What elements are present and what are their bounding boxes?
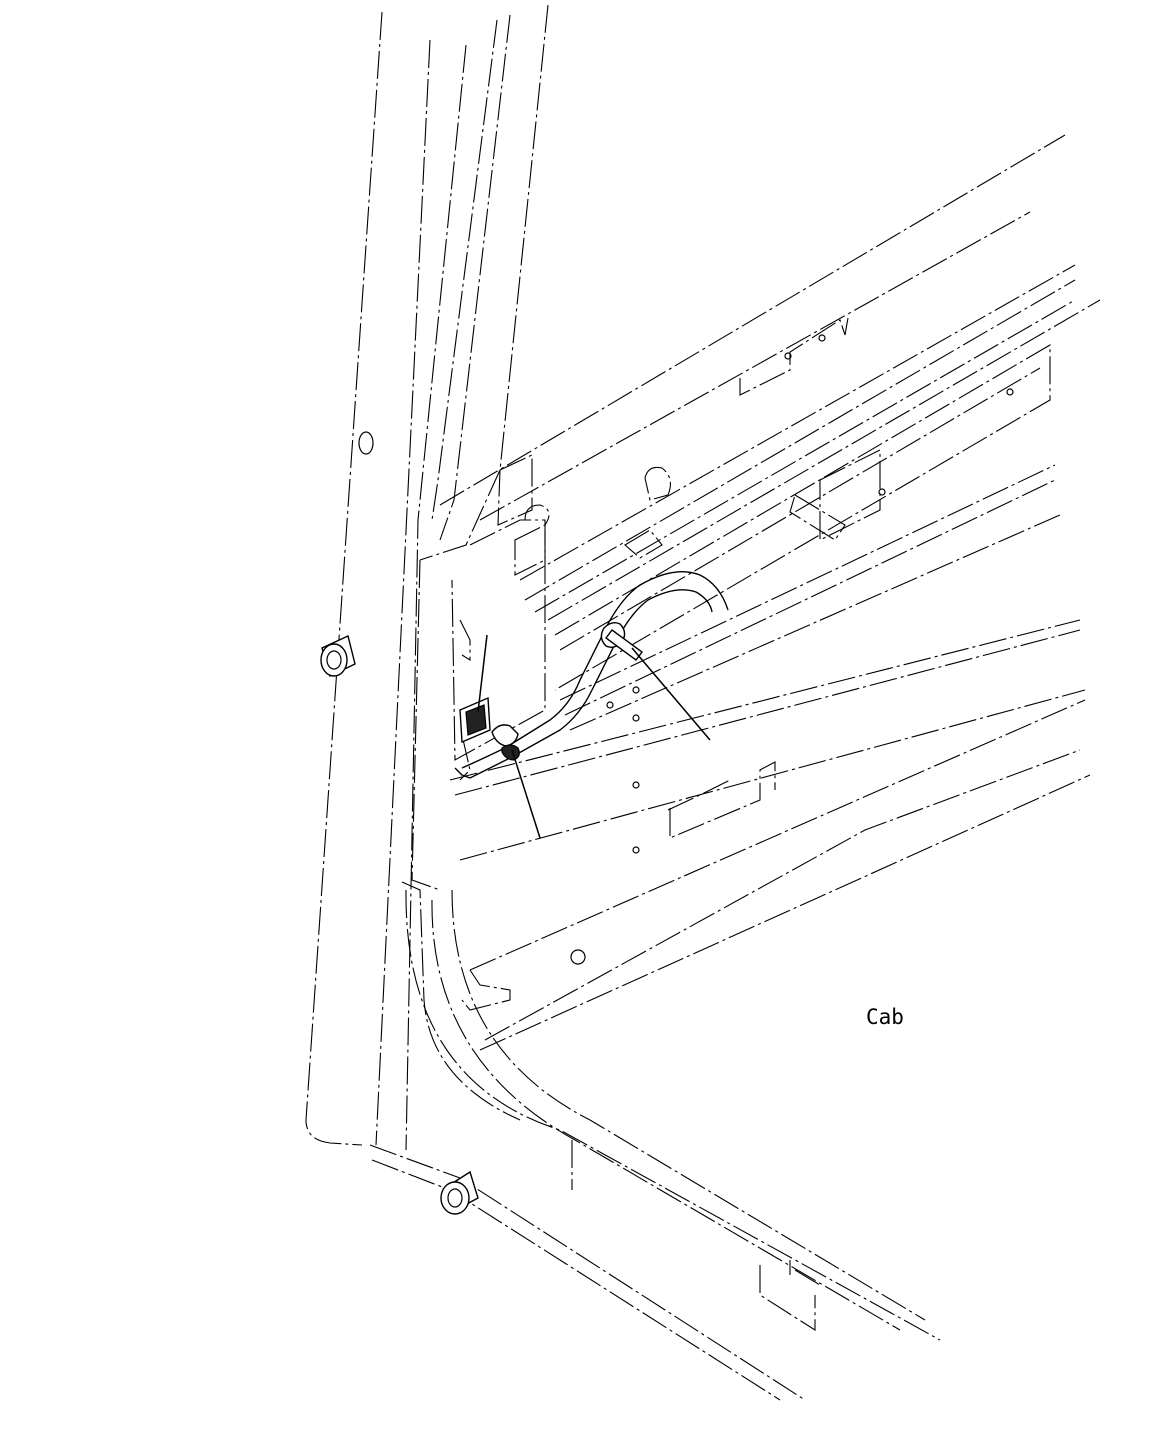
- wire-clip: [491, 724, 520, 761]
- leader-line-tie-mount: [477, 634, 488, 713]
- leader-line-clip: [511, 749, 541, 839]
- front-pillar: [305, 4, 549, 1151]
- rubber-mount-upper: [320, 635, 356, 677]
- cable-tie-mount: [459, 696, 491, 744]
- mounting-bracket: [451, 466, 671, 854]
- leader-line-clamp: [631, 647, 711, 741]
- lower-frame: [369, 889, 941, 1401]
- wire-harness: [454, 570, 729, 779]
- middle-rails: [449, 344, 1091, 1051]
- upper-rails: [439, 134, 1101, 621]
- rubber-mount-lower: [440, 1170, 479, 1215]
- cab-label: Cab: [866, 1005, 904, 1029]
